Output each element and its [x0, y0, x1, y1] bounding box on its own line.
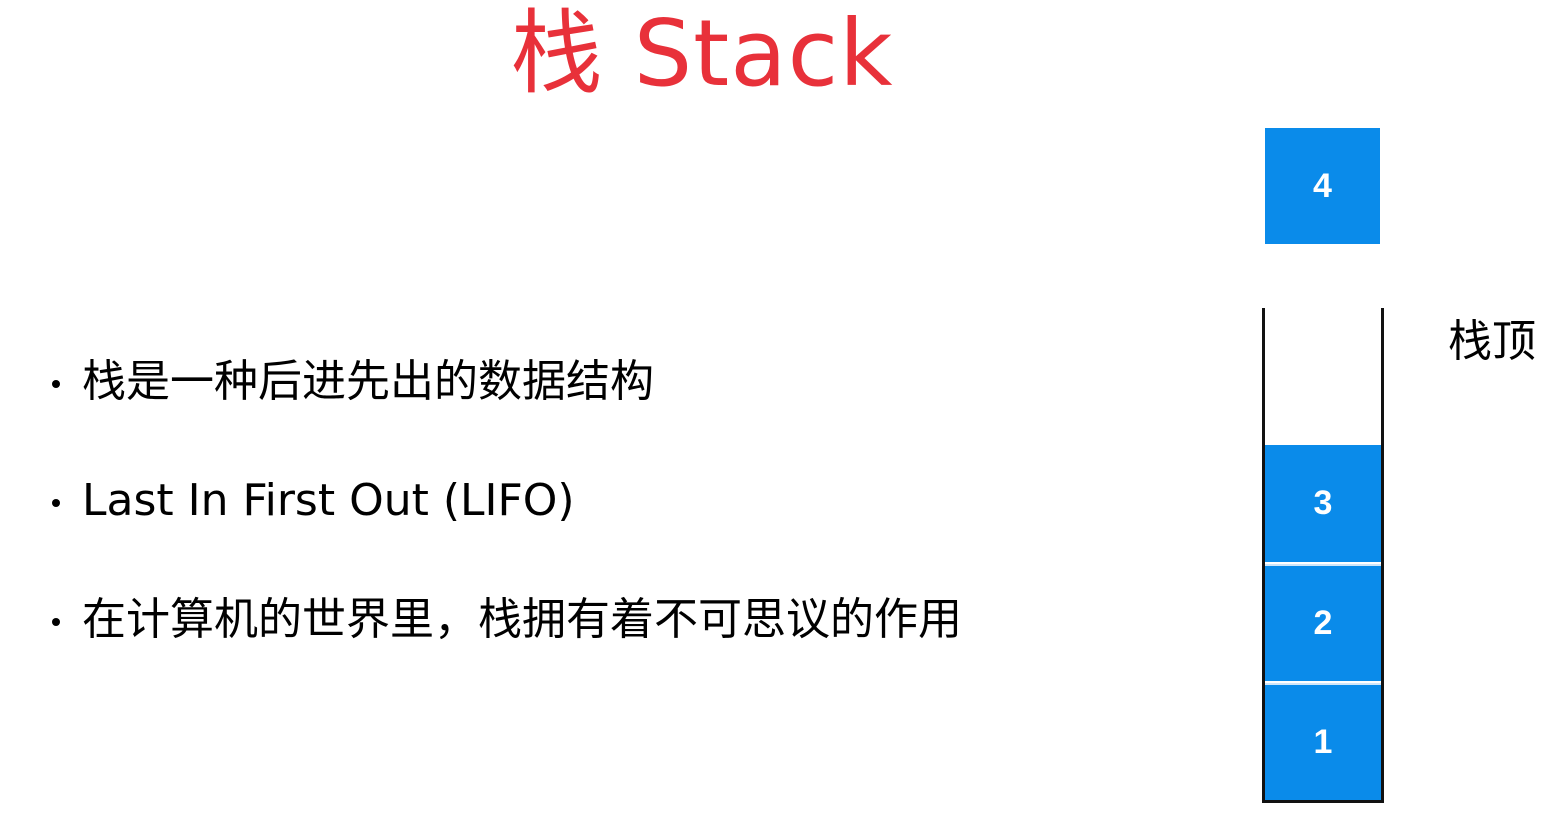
- stack-element-1: 1: [1265, 683, 1381, 800]
- stack-top-label: 栈顶: [1448, 316, 1536, 367]
- bullet-item-definition: 栈是一种后进先出的数据结构: [48, 352, 962, 412]
- pushed-element-4: 4: [1265, 128, 1380, 244]
- bullet-text: 栈是一种后进先出的数据结构: [82, 356, 654, 407]
- slide-title: 栈 Stack: [510, 0, 894, 107]
- bullet-item-lifo: Last In First Out (LIFO): [48, 471, 962, 531]
- bullet-dot-icon: [52, 380, 60, 388]
- bullet-list: 栈是一种后进先出的数据结构 Last In First Out (LIFO) 在…: [48, 352, 962, 709]
- bullet-item-importance: 在计算机的世界里，栈拥有着不可思议的作用: [48, 590, 962, 650]
- bullet-text: Last In First Out (LIFO): [82, 475, 575, 526]
- stack-element-2: 2: [1265, 564, 1381, 681]
- stack-element-3: 3: [1265, 445, 1381, 562]
- stack-container: 3 2 1: [1262, 308, 1384, 803]
- bullet-dot-icon: [52, 618, 60, 626]
- bullet-dot-icon: [52, 499, 60, 507]
- bullet-text: 在计算机的世界里，栈拥有着不可思议的作用: [82, 594, 962, 645]
